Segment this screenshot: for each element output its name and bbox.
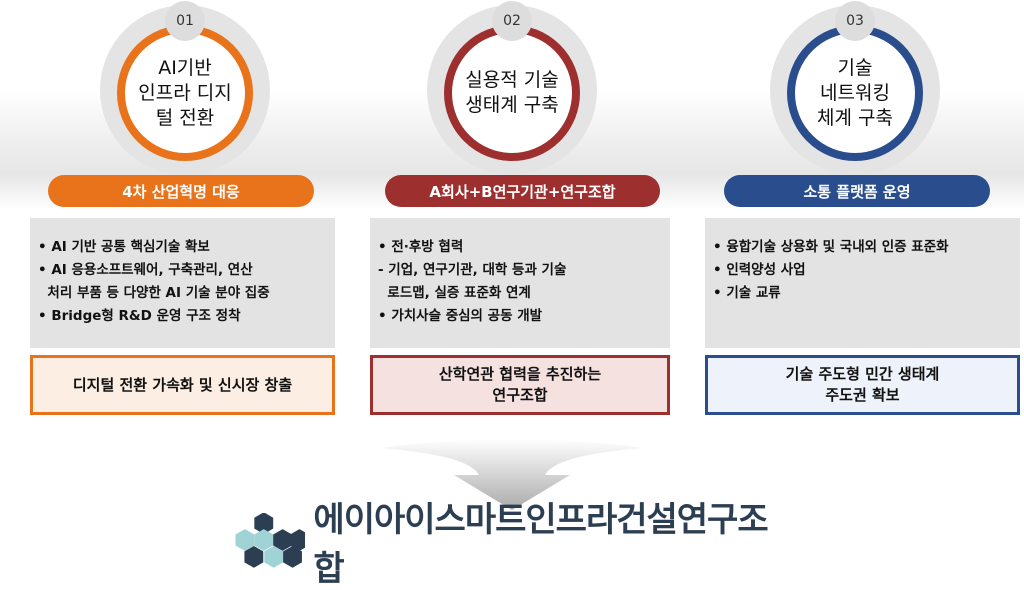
pillar-circle: AI기반 인프라 디지 털 전환 01 (100, 1, 270, 175)
pillar-detail-box: • 전·후방 협력 - 기업, 연구기관, 대학 등과 기술 로드맵, 실증 표준… (370, 218, 670, 348)
detail-bullet: - 기업, 연구기관, 대학 등과 기술 (378, 262, 567, 278)
pillar-title: 실용적 기술 생태계 구축 (444, 25, 580, 161)
detail-bullet: • 인력양성 사업 (713, 262, 806, 278)
pillar-circle: 기술 네트워킹 체계 구축 03 (770, 1, 940, 175)
detail-bullet: • AI 응용소프트웨어, 구축관리, 연산 (38, 262, 253, 278)
pillar-title: AI기반 인프라 디지 털 전환 (117, 25, 253, 161)
hexagon (235, 529, 255, 551)
organization-name: 에이아이스마트인프라건설연구조합 (313, 500, 768, 589)
hexagon-logo-icon (235, 513, 306, 568)
detail-bullet: • 기술 교류 (713, 285, 781, 301)
detail-bullet: • Bridge형 R&D 운영 구조 정착 (38, 308, 241, 324)
pillar-detail-box: • AI 기반 공통 핵심기술 확보 • AI 응용소프트웨어, 구축관리, 연산… (30, 218, 335, 348)
pillar-circle: 실용적 기술 생태계 구축 02 (427, 1, 597, 175)
hexagon (254, 513, 274, 535)
pillar-number-badge: 02 (492, 1, 532, 41)
detail-bullet: 처리 부품 등 다양한 AI 기술 분야 집중 (38, 285, 270, 301)
detail-bullet: 로드맵, 실증 표준화 연계 (378, 285, 531, 301)
pillar-outcome-box: 디지털 전환 가속화 및 신시장 창출 (30, 355, 335, 415)
pillar-detail-box: • 융합기술 상용화 및 국내외 인증 표준화 • 인력양성 사업 • 기술 교류 (705, 218, 1020, 348)
pillar-strategy-pill: 소통 플랫폼 운영 (724, 175, 990, 207)
pillar-number-badge: 03 (835, 1, 875, 41)
pillar-outcome-box: 산학연관 협력을 추진하는 연구조합 (370, 355, 670, 415)
hexagon (290, 529, 306, 551)
hexagon (264, 545, 284, 568)
pillar-strategy-pill: A회사+B연구기관+연구조합 (385, 175, 660, 207)
pillar-number-badge: 01 (165, 1, 205, 41)
pillar-outcome-box: 기술 주도형 민간 생태계 주도권 확보 (705, 355, 1020, 415)
detail-bullet: • 전·후방 협력 (378, 239, 464, 255)
detail-bullet: • AI 기반 공통 핵심기술 확보 (38, 239, 210, 255)
pillar-title: 기술 네트워킹 체계 구축 (787, 25, 923, 161)
hexagon (254, 529, 274, 551)
organization-logo: 에이아이스마트인프라건설연구조합 (234, 500, 794, 589)
pillar-strategy-pill: 4차 산업혁명 대응 (48, 175, 314, 207)
hexagon (283, 545, 302, 568)
down-arrow-icon (380, 440, 644, 510)
hexagon (273, 529, 293, 551)
detail-bullet: • 융합기술 상용화 및 국내외 인증 표준화 (713, 239, 949, 255)
hexagon (244, 545, 264, 568)
detail-bullet: • 가치사슬 중심의 공동 개발 (378, 308, 543, 324)
